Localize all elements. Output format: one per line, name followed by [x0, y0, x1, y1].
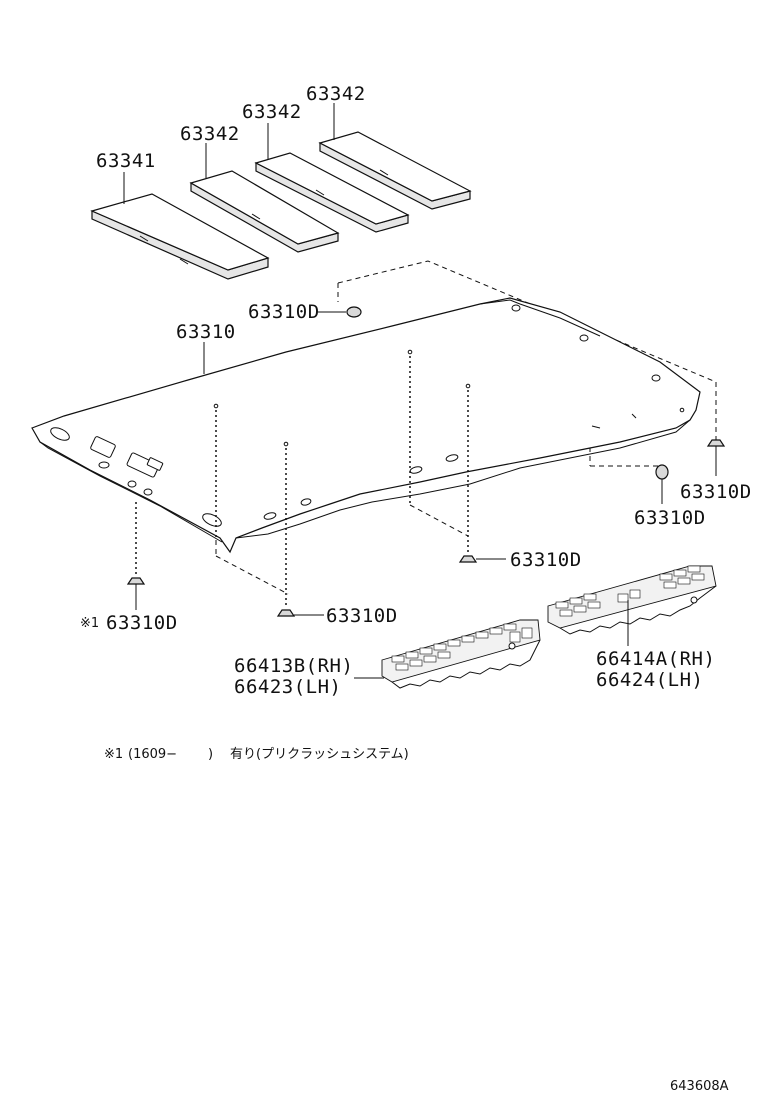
- footnote-range: (1609−: [128, 747, 177, 762]
- footnote-close: ): [208, 747, 213, 762]
- silencer-pad-63342-b: [254, 152, 410, 233]
- clip-left-marked: [126, 577, 146, 610]
- label-63310: 63310: [176, 321, 236, 343]
- silencer-pad-63342-c: [318, 131, 472, 210]
- label-63342-b: 63342: [242, 101, 302, 123]
- footnote-mark: ※1: [104, 747, 123, 762]
- label-63342-a: 63342: [180, 123, 240, 145]
- clip-center: [458, 555, 506, 563]
- label-duct-rh-a: 66414A(RH): [596, 648, 715, 670]
- label-clip-left: 63310D: [106, 612, 178, 634]
- label-clip-left-mark: ※1: [80, 616, 99, 631]
- label-clip-center: 63310D: [510, 549, 582, 571]
- label-63341: 63341: [96, 150, 156, 172]
- label-duct-lh-a: 66424(LH): [596, 669, 703, 691]
- label-duct-lh-b: 66423(LH): [234, 676, 341, 698]
- side-duct-rear: [547, 565, 717, 635]
- silencer-pad-63341: [90, 193, 270, 280]
- label-63342-c: 63342: [306, 83, 366, 105]
- roof-headlining: [31, 297, 701, 554]
- side-duct-front: [381, 619, 541, 689]
- label-clip-bottom: 63310D: [326, 605, 398, 627]
- footnote-text: 有り(プリクラッシュシステム): [230, 747, 409, 762]
- clip-right-lower: [655, 464, 669, 504]
- clip-bottom-center: [276, 609, 324, 617]
- clip-right-upper: [706, 439, 726, 476]
- label-clip-right-lower: 63310D: [634, 507, 706, 529]
- label-clip-right-upper: 63310D: [680, 481, 752, 503]
- label-duct-rh-b: 66413B(RH): [234, 655, 353, 677]
- label-clip-top: 63310D: [248, 301, 320, 323]
- drawing-code: 643608A: [670, 1079, 729, 1094]
- clip-top: [318, 306, 362, 318]
- silencer-pad-63342-a: [189, 170, 340, 253]
